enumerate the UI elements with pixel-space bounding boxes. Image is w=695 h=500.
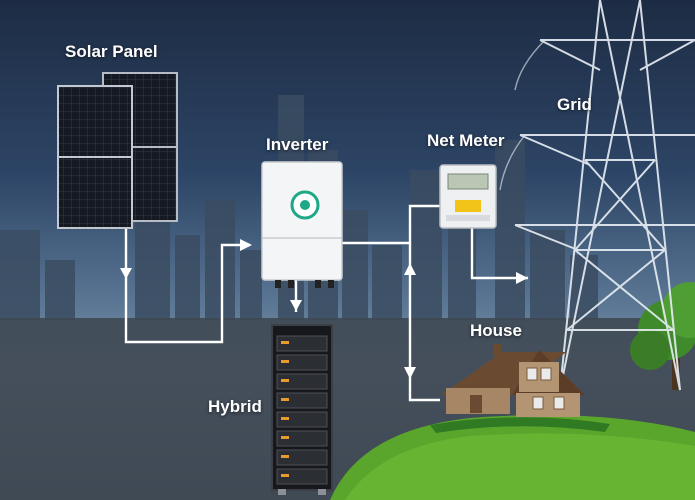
flow-line-bus-to-meter (408, 204, 440, 243)
flow-line-meter-to-grid (470, 228, 528, 280)
hybrid-label: Hybrid (208, 397, 262, 416)
house-label: House (470, 321, 522, 340)
inverter-label: Inverter (266, 135, 329, 154)
arrow-icon (240, 239, 252, 251)
arrow-icon (404, 263, 416, 275)
grid-label: Grid (557, 95, 592, 114)
arrow-icon (120, 268, 132, 279)
arrow-icon (290, 300, 302, 311)
net-meter-label: Net Meter (427, 131, 505, 150)
arrow-icon (516, 272, 528, 284)
flow-line-solar-to-inverter (124, 225, 250, 344)
solar-panel-label: Solar Panel (65, 42, 158, 61)
arrow-icon (404, 367, 416, 379)
flow-line-bus-to-house (408, 243, 440, 402)
city-skyline (0, 95, 598, 320)
